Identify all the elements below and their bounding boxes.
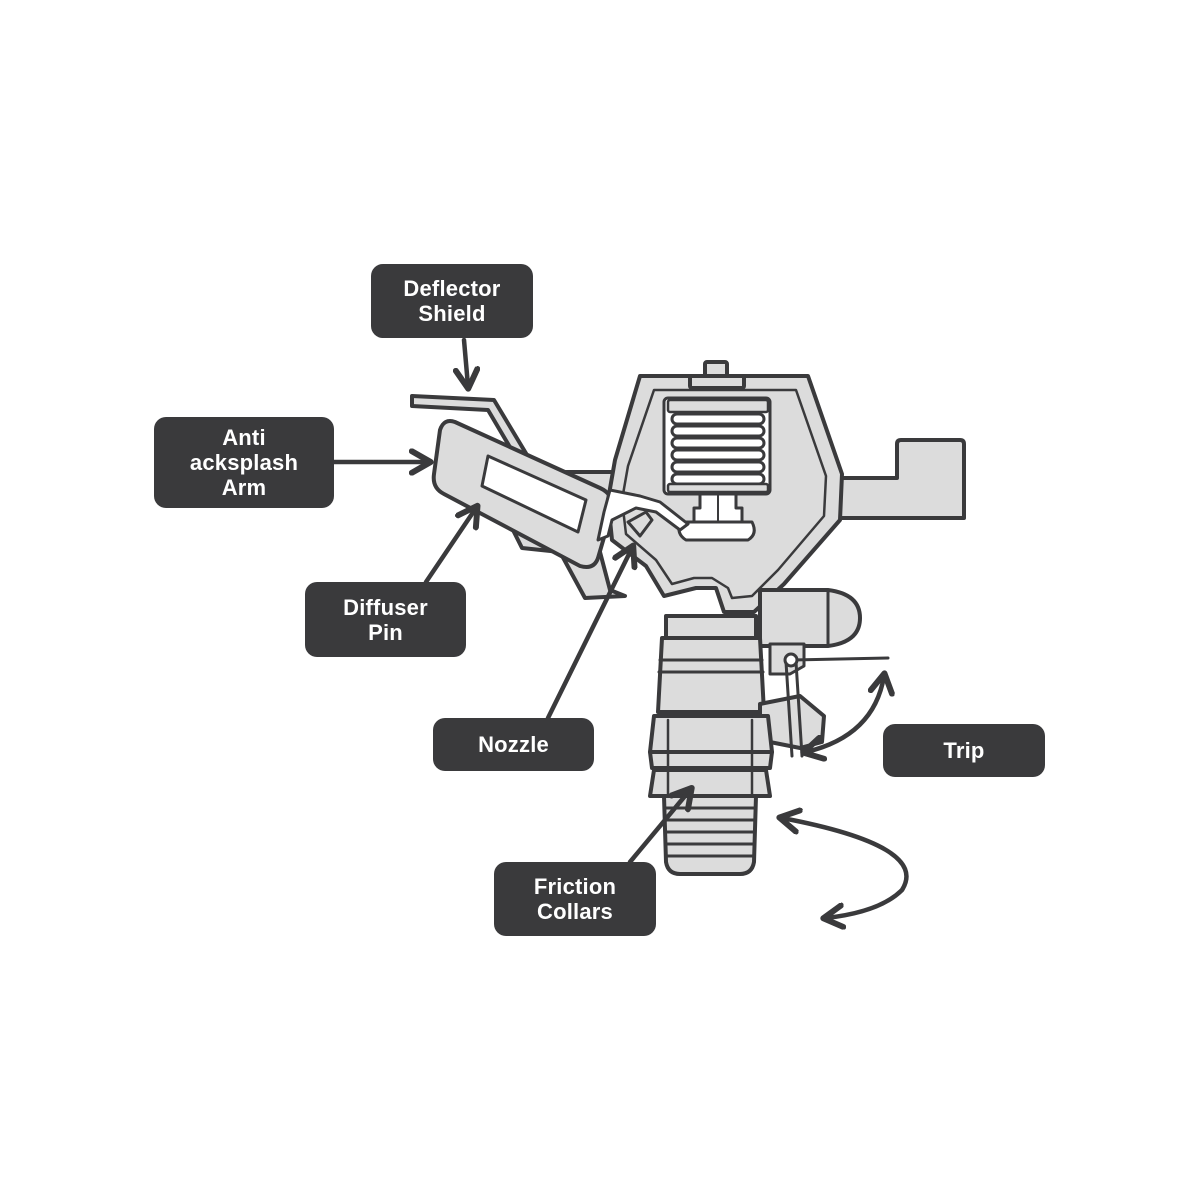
housing-inner-frame (620, 388, 828, 600)
neck (656, 636, 766, 714)
arrow-friction-collars (627, 790, 690, 865)
label-nozzle: Nozzle (433, 718, 594, 771)
side-handle (803, 438, 966, 520)
pointer-arrows (331, 337, 909, 918)
label-trip-line1: Trip (943, 738, 985, 763)
label-deflector-shield: Deflector Shield (371, 264, 533, 338)
upper-hex-collar-band (648, 750, 774, 770)
label-anti-backsplash-arm-line2: acksplash (189, 450, 299, 475)
trip-pivot (783, 652, 799, 668)
label-friction-collars: Friction Collars (494, 862, 656, 936)
spring-base (666, 482, 770, 494)
label-anti-backsplash-arm-line3: Arm (221, 475, 267, 500)
neck-top (664, 614, 758, 640)
nozzle-bracket (596, 488, 690, 542)
anti-backsplash-arm-window (480, 454, 588, 534)
spindle-collar (677, 520, 756, 542)
spring-retainer (666, 398, 770, 414)
spring-coils (670, 412, 766, 486)
label-diffuser-pin-line1: Diffuser (343, 594, 428, 620)
arrow-nozzle (545, 548, 632, 721)
label-friction-collars-line2: Collars (537, 899, 613, 924)
base-rotation-arrow (782, 818, 909, 918)
top-cap-base (688, 374, 746, 390)
label-nozzle-line1: Nozzle (478, 732, 549, 757)
label-trip: Trip (883, 724, 1045, 777)
label-deflector-shield-line2: Shield (418, 301, 486, 326)
label-diffuser-pin: Diffuser Pin (305, 582, 466, 657)
trip-rod-horizontal (790, 656, 890, 662)
arrow-diffuser-pin (423, 508, 476, 585)
label-anti-backsplash-arm-line1: Anti (222, 425, 266, 450)
nozzle-tip (626, 510, 654, 538)
label-diffuser-pin-line2: Pin (368, 619, 403, 645)
label-friction-collars-line1: Friction (533, 874, 617, 899)
trip-rod-vertical-1 (784, 660, 794, 758)
sprinkler-head-illustration (410, 360, 966, 876)
arrow-deflector-shield (464, 337, 468, 386)
trip-lever-body (758, 588, 862, 648)
label-deflector-shield-line1: Deflector (403, 276, 501, 301)
label-anti-backsplash-arm: Anti acksplash Arm (154, 417, 334, 508)
trip-rotation-arrow (806, 676, 884, 752)
